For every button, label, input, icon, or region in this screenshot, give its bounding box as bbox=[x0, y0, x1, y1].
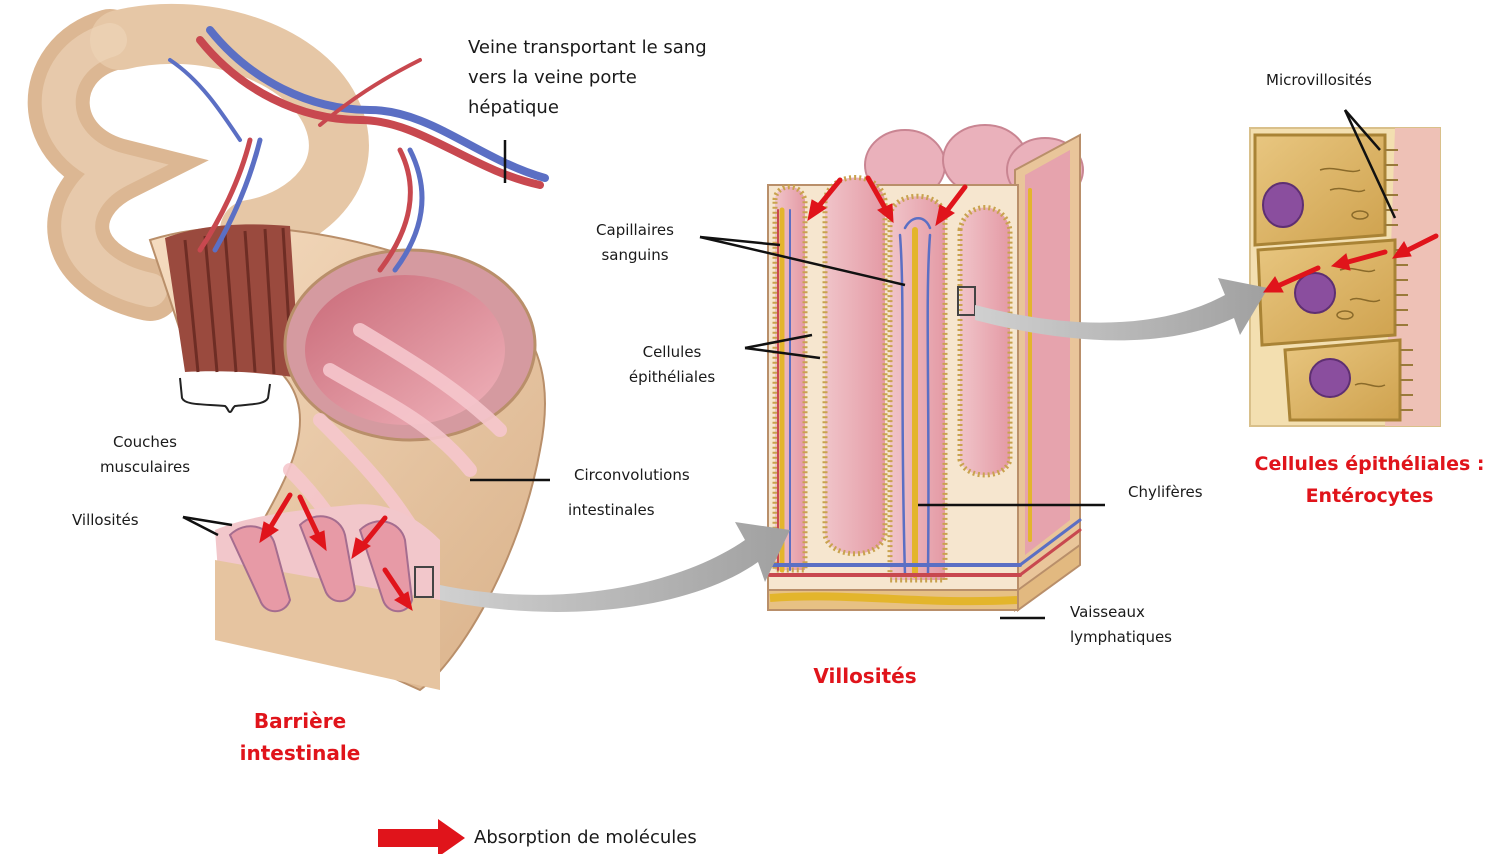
title-enterocytes-line-2: Entérocytes bbox=[1240, 480, 1499, 512]
title-barriere-line-2: intestinale bbox=[205, 737, 395, 769]
label-vaisseaux-lymphatiques: Vaisseaux lymphatiques bbox=[1070, 600, 1220, 650]
label-veine-line-2: vers la veine porte bbox=[468, 63, 768, 93]
label-vaisseaux-line-2: lymphatiques bbox=[1070, 625, 1220, 650]
label-villosites-left: Villosités bbox=[72, 508, 139, 533]
label-couches-line-2: musculaires bbox=[70, 455, 220, 480]
legend-absorption-label: Absorption de molécules bbox=[474, 823, 697, 853]
label-veine-line-3: hépatique bbox=[468, 93, 768, 123]
label-chyliferes: Chylifères bbox=[1128, 480, 1203, 505]
label-capillaires-line-1: Capillaires bbox=[570, 218, 700, 243]
label-cellules-line-2: épithéliales bbox=[600, 365, 730, 390]
label-cellules-line-1: Cellules bbox=[600, 340, 730, 365]
label-cellules-epitheliales: Cellules épithéliales bbox=[600, 340, 730, 390]
label-couches-musculaires: Couches musculaires bbox=[70, 430, 220, 480]
label-circonvolutions-line-1: Circonvolutions bbox=[568, 463, 738, 488]
label-couches-line-1: Couches bbox=[70, 430, 220, 455]
enterocytes-illustration bbox=[1250, 128, 1440, 426]
label-capillaires-line-2: sanguins bbox=[570, 243, 700, 268]
legend-arrow-icon bbox=[378, 819, 465, 854]
label-vaisseaux-line-1: Vaisseaux bbox=[1070, 600, 1220, 625]
label-circonvolutions-line-2: intestinales bbox=[568, 498, 738, 523]
title-enterocytes: Cellules épithéliales : Entérocytes bbox=[1240, 448, 1499, 512]
label-microvillosites: Microvillosités bbox=[1266, 68, 1372, 93]
title-enterocytes-line-1: Cellules épithéliales : bbox=[1240, 448, 1499, 480]
label-circonvolutions: Circonvolutions intestinales bbox=[568, 463, 738, 523]
title-barriere-line-1: Barrière bbox=[205, 705, 395, 737]
label-capillaires-sanguins: Capillaires sanguins bbox=[570, 218, 700, 268]
villi-block-illustration bbox=[768, 125, 1083, 610]
title-barriere-intestinale: Barrière intestinale bbox=[205, 705, 395, 769]
title-villosites: Villosités bbox=[780, 660, 950, 692]
label-veine-line-1: Veine transportant le sang bbox=[468, 33, 768, 63]
label-veine-transport: Veine transportant le sang vers la veine… bbox=[468, 33, 768, 123]
